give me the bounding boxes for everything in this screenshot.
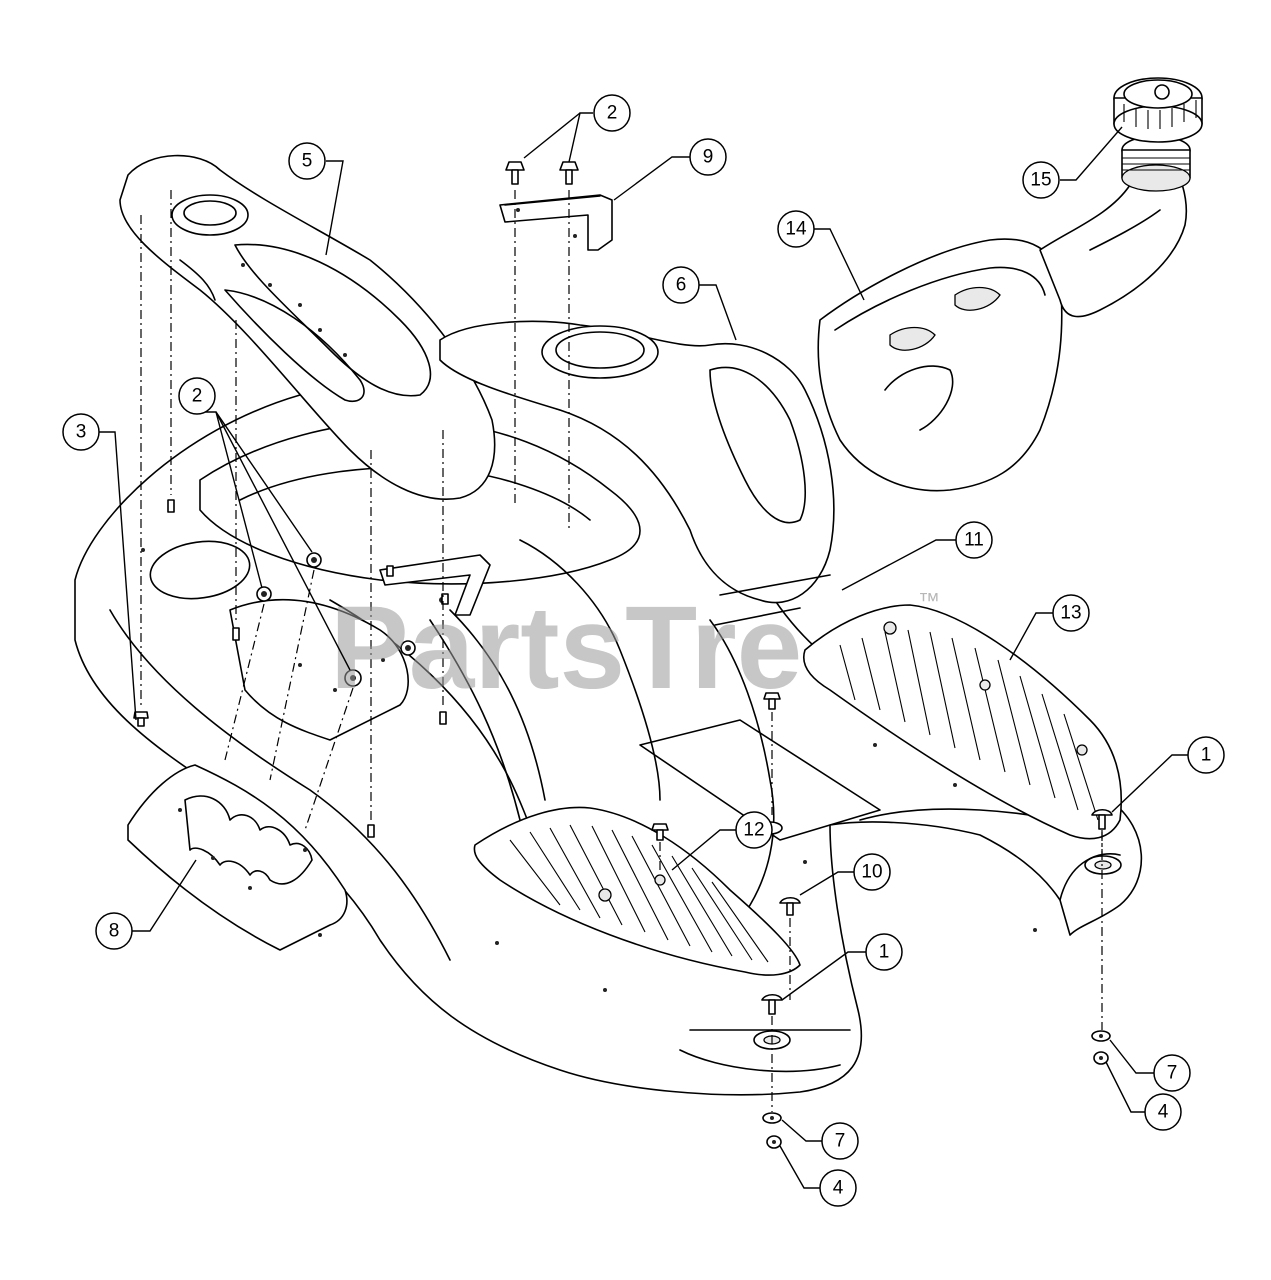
svg-text:10: 10 [861, 862, 882, 883]
svg-text:4: 4 [1158, 1102, 1169, 1123]
svg-text:2: 2 [192, 386, 203, 407]
svg-text:3: 3 [76, 422, 87, 443]
watermark-text: PartsTre [330, 582, 802, 714]
bracket-upper [499, 194, 613, 251]
callout-10: 11 [955, 521, 993, 559]
watermark: PartsTre ™ [330, 582, 940, 714]
callout-1-bottom: 1 [865, 933, 903, 971]
svg-text:4: 4 [833, 1178, 844, 1199]
callout-11: 10 [853, 853, 891, 891]
callout-7-right: 7 [1153, 1054, 1191, 1092]
svg-text:6: 6 [676, 275, 687, 296]
fuel-tank [817, 135, 1191, 492]
svg-text:1: 1 [1201, 745, 1212, 766]
footrest-mat-right [803, 604, 1123, 840]
callout-12: 13 [1052, 594, 1090, 632]
svg-text:14: 14 [785, 219, 807, 240]
hitch-plate [127, 764, 348, 951]
callout-2-top: 2 [593, 94, 631, 132]
callout-3: 3 [62, 413, 100, 451]
svg-text:1: 1 [879, 942, 890, 963]
shift-console [119, 154, 496, 500]
callouts: 2 9 5 15 14 6 2 11 13 3 1 12 10 8 1 7 4 … [62, 94, 1225, 1207]
callout-6: 6 [662, 266, 700, 304]
callout-15: 15 [1022, 161, 1060, 199]
callout-9: 9 [689, 138, 727, 176]
callout-2-left: 2 [178, 377, 216, 415]
callout-4-right: 4 [1144, 1093, 1182, 1131]
svg-text:13: 13 [1060, 603, 1081, 624]
svg-text:2: 2 [607, 103, 618, 124]
callout-8: 8 [95, 912, 133, 950]
svg-text:9: 9 [703, 147, 714, 168]
svg-text:12: 12 [743, 820, 764, 841]
callout-4-bottom: 4 [819, 1169, 857, 1207]
svg-text:5: 5 [302, 151, 313, 172]
shield-plate [229, 598, 409, 741]
leader-lines [99, 112, 1188, 1189]
watermark-trademark: ™ [918, 588, 940, 613]
svg-text:7: 7 [835, 1131, 846, 1152]
svg-text:11: 11 [964, 530, 984, 551]
svg-text:7: 7 [1167, 1063, 1178, 1084]
svg-text:15: 15 [1030, 170, 1051, 191]
callout-1-right: 1 [1187, 736, 1225, 774]
callout-7-bottom: 7 [821, 1122, 859, 1160]
fasteners [133, 161, 1113, 1149]
assembly-lines [140, 190, 1103, 1112]
svg-text:8: 8 [109, 921, 120, 942]
callout-5: 5 [288, 142, 326, 180]
footrest-mat-left [473, 806, 801, 976]
callout-13: 12 [735, 811, 773, 849]
fuel-cap [1113, 77, 1203, 143]
fuel-tank-housing [439, 320, 835, 626]
callout-14: 14 [777, 210, 815, 248]
